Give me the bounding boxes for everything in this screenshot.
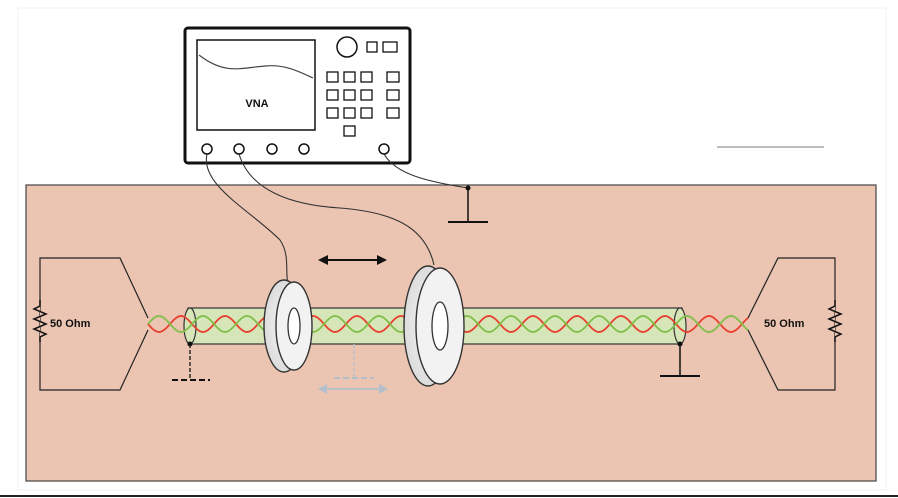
vna-key[interactable] [326, 107, 339, 119]
vna-port-1[interactable] [201, 143, 213, 155]
vna-knob[interactable] [336, 36, 358, 58]
left-resistor-label: 50 Ohm [50, 318, 91, 330]
vna-key[interactable] [386, 89, 400, 101]
vna-key[interactable] [343, 125, 356, 137]
vna-port-2[interactable] [233, 143, 245, 155]
vna-port-4[interactable] [298, 143, 310, 155]
vna-port-ground[interactable] [378, 143, 390, 155]
vna-screen [196, 39, 316, 131]
vna-key[interactable] [360, 107, 373, 119]
vna-instrument: VNA [183, 26, 412, 165]
ground-icon [448, 185, 488, 223]
vna-key[interactable] [343, 71, 356, 83]
ground-icon [660, 341, 700, 377]
probe-lead-left [205, 153, 289, 286]
vna-port-3[interactable] [266, 143, 278, 155]
vna-key[interactable] [386, 107, 400, 119]
resistor-icon [827, 300, 843, 342]
ground-icon [172, 341, 210, 381]
vna-key[interactable] [326, 71, 339, 83]
vna-key[interactable] [366, 41, 378, 53]
right-termination: 50 Ohm [747, 257, 843, 391]
vna-key[interactable] [360, 71, 373, 83]
cable-end-right [673, 307, 687, 345]
double-arrow-icon [318, 255, 387, 265]
vna-key[interactable] [386, 71, 400, 83]
vna-key[interactable] [360, 89, 373, 101]
ground-lead [383, 153, 469, 189]
vna-keypad [326, 71, 400, 137]
current-probe-ring[interactable] [403, 265, 465, 387]
left-termination: 50 Ohm [32, 257, 149, 391]
vna-screen-label: VNA [245, 98, 268, 110]
alt-position-marker [318, 344, 388, 394]
resistor-icon [32, 300, 48, 342]
right-resistor-label: 50 Ohm [764, 318, 805, 330]
vna-key[interactable] [343, 107, 356, 119]
probe-lead-right [238, 153, 435, 266]
vna-trace [198, 54, 314, 79]
vna-key[interactable] [326, 89, 339, 101]
current-probe-ring[interactable] [263, 279, 313, 373]
vna-key[interactable] [382, 41, 398, 53]
vna-key[interactable] [343, 89, 356, 101]
